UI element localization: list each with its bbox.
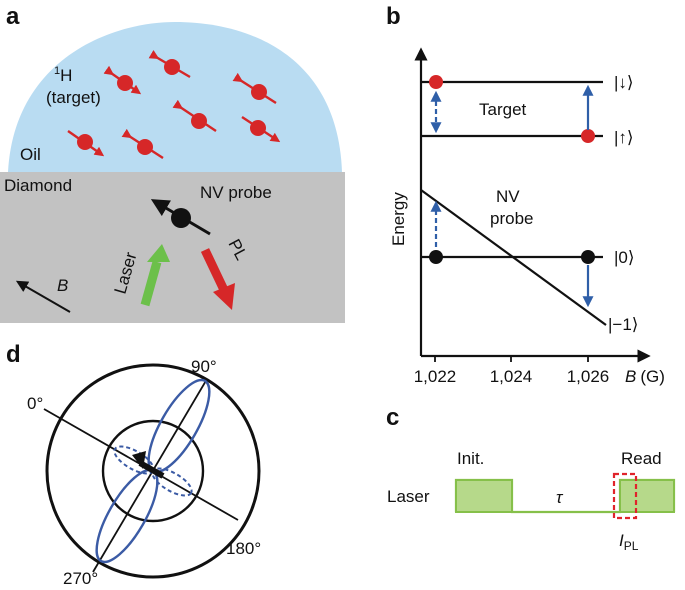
target-label-line2: (target) xyxy=(46,88,101,107)
nv-dot-left xyxy=(429,250,443,264)
laser-row-label: Laser xyxy=(387,487,430,506)
state-minus-one-label: |−1⟩ xyxy=(608,315,638,334)
readout-window xyxy=(612,472,638,520)
target-label: Target xyxy=(479,100,527,119)
diamond-substrate xyxy=(0,172,345,323)
proton-spin xyxy=(241,115,281,143)
x-ticks xyxy=(434,356,589,362)
proton-spin xyxy=(103,65,142,95)
target-label-h: H xyxy=(60,66,72,85)
nv-orientation-arrow xyxy=(132,451,165,479)
panel-d: d 0° 90° 180° 270° xyxy=(6,341,261,588)
panel-c-label: c xyxy=(386,404,399,431)
nv-dot-right xyxy=(581,250,595,264)
pl-signal-symbol: I xyxy=(619,531,624,550)
x-axis-label: B(G) xyxy=(625,367,665,386)
read-label: Read xyxy=(621,449,662,468)
nv-spin xyxy=(150,199,211,236)
panel-d-label: d xyxy=(6,341,21,368)
x-tick-label: 1,022 xyxy=(414,367,457,386)
y-axis-label: Energy xyxy=(389,192,408,246)
x-tick-label: 1,026 xyxy=(567,367,610,386)
x-tick-label: 1,024 xyxy=(490,367,533,386)
state-down-label: |↓⟩ xyxy=(614,73,634,92)
x-axis-symbol: B xyxy=(625,367,636,386)
b-field-arrow xyxy=(15,280,71,313)
pl-signal-subscript: PL xyxy=(624,539,639,553)
axis-90-270 xyxy=(92,378,208,573)
angle-label-180: 180° xyxy=(226,539,261,558)
proton-spin xyxy=(172,99,217,132)
panel-c: c Laser Init. Read τ IPL xyxy=(386,404,676,553)
b-field-label: B xyxy=(57,276,68,295)
level-minus-one xyxy=(420,189,607,326)
proton-spins xyxy=(67,49,281,160)
read-pulse xyxy=(619,479,675,513)
panel-a: a 1H (target) Oil Diamond NV probe Lase xyxy=(0,3,345,323)
pl-arrow xyxy=(200,248,235,310)
target-label-sup: 1 xyxy=(54,65,60,77)
x-axis-unit: (G) xyxy=(640,367,665,386)
nv-label-line1: NV xyxy=(496,187,520,206)
outer-polar-circle xyxy=(45,363,261,579)
angle-label-270: 270° xyxy=(63,569,98,588)
panel-a-label: a xyxy=(6,3,20,30)
nv-label-line2: probe xyxy=(490,209,533,228)
proton-spin xyxy=(67,130,105,157)
state-zero-label: |0⟩ xyxy=(614,248,635,267)
angle-label-90: 90° xyxy=(191,357,217,376)
proton-spin xyxy=(148,49,191,79)
init-label: Init. xyxy=(457,449,484,468)
proton-spin xyxy=(232,72,277,105)
nv-probe-label: NV probe xyxy=(200,183,272,202)
angle-label-0: 0° xyxy=(27,394,43,413)
laser-arrow xyxy=(140,244,170,307)
proton-spin xyxy=(121,128,164,160)
panel-b-label: b xyxy=(386,3,401,30)
tau-label: τ xyxy=(556,488,564,507)
diamond-label: Diamond xyxy=(4,176,72,195)
init-pulse xyxy=(455,479,513,513)
target-dot-right xyxy=(581,129,595,143)
state-up-label: |↑⟩ xyxy=(614,128,634,147)
inner-polar-circle xyxy=(101,419,205,523)
target-dot-left xyxy=(429,75,443,89)
oil-label: Oil xyxy=(20,145,41,164)
panel-b: b Energy 1,022 1,024 1,026 B(G) |↓⟩ |↑⟩ … xyxy=(386,3,665,386)
target-label-line1: 1H xyxy=(54,65,72,85)
pl-signal-label: IPL xyxy=(619,531,639,553)
